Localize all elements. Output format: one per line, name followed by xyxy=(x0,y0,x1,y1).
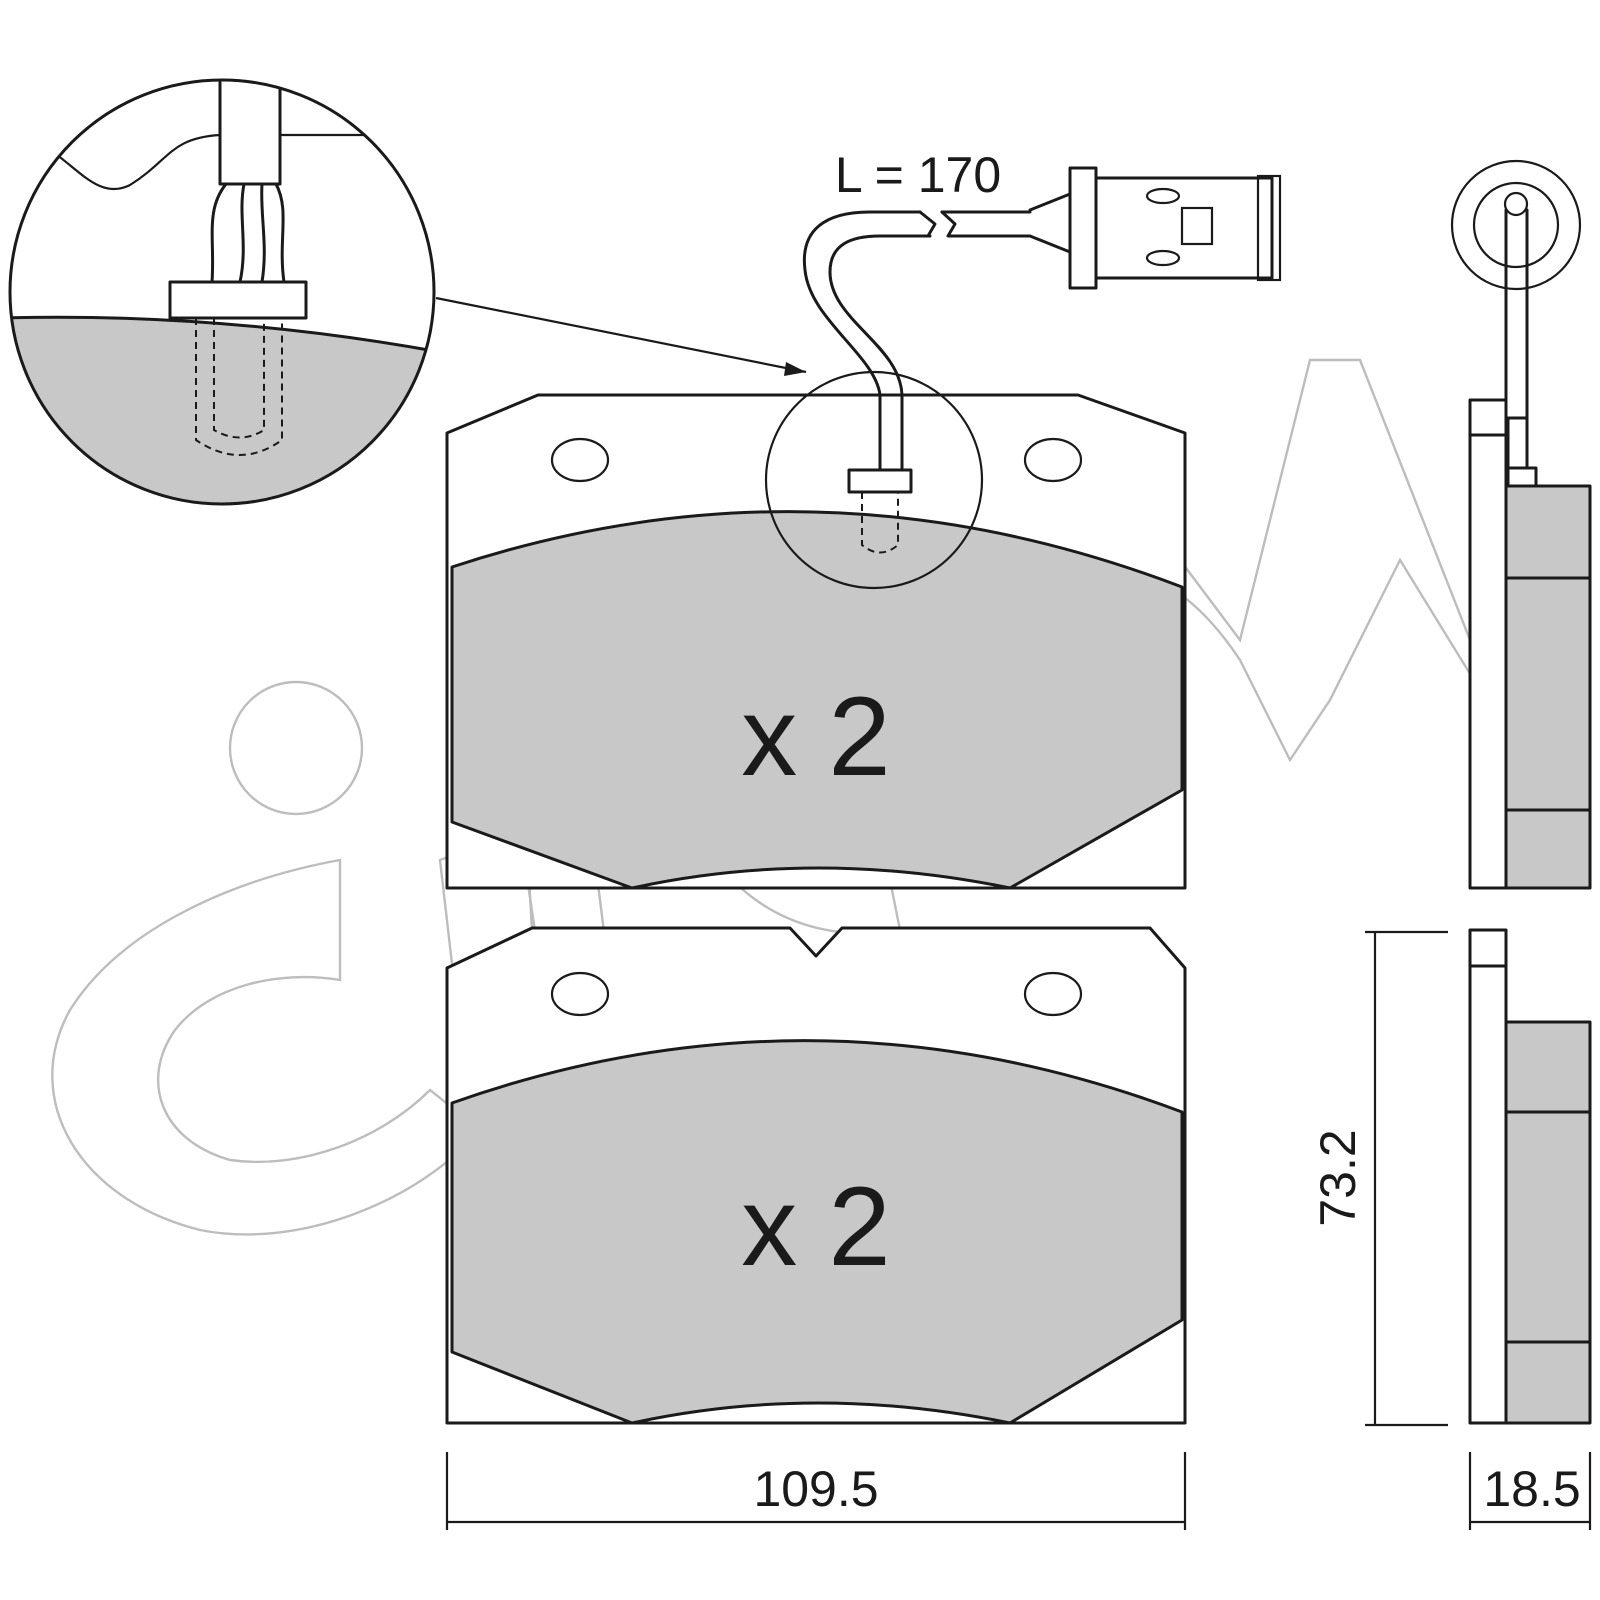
width-dimension-label: 109.5 xyxy=(753,1461,878,1517)
bottom-right-mounting-hole xyxy=(1023,971,1083,1017)
sensor-cable xyxy=(802,210,922,472)
thickness-dimension: 18.5 xyxy=(1468,1452,1592,1530)
thickness-dimension-label: 18.5 xyxy=(1483,1461,1580,1517)
bottom-friction-pad xyxy=(450,1039,1184,1425)
detail-pointer-arrow xyxy=(435,296,807,374)
side-view-bottom xyxy=(1468,928,1592,1425)
sensor-detail-marker xyxy=(764,370,984,590)
bottom-pad-quantity-label: x 2 xyxy=(741,1164,890,1289)
top-pad-quantity-label: x 2 xyxy=(741,674,890,799)
width-dimension: 109.5 xyxy=(445,1452,1187,1530)
height-dimension-label: 73.2 xyxy=(1310,1129,1366,1226)
top-brake-pad: x 2 xyxy=(445,393,1187,890)
side-view-top xyxy=(1450,159,1592,890)
bottom-left-mounting-hole xyxy=(550,971,610,1017)
wear-sensor: L = 170 xyxy=(764,147,1282,590)
cable-length-label: L = 170 xyxy=(835,147,1001,203)
sensor-connector xyxy=(1068,166,1098,290)
bottom-brake-pad: x 2 xyxy=(445,926,1187,1425)
top-right-mounting-hole xyxy=(1023,437,1083,483)
sensor-detail-view xyxy=(8,78,807,506)
top-friction-pad xyxy=(450,510,1184,890)
top-left-mounting-hole xyxy=(550,437,610,483)
height-dimension: 73.2 xyxy=(1310,930,1448,1427)
